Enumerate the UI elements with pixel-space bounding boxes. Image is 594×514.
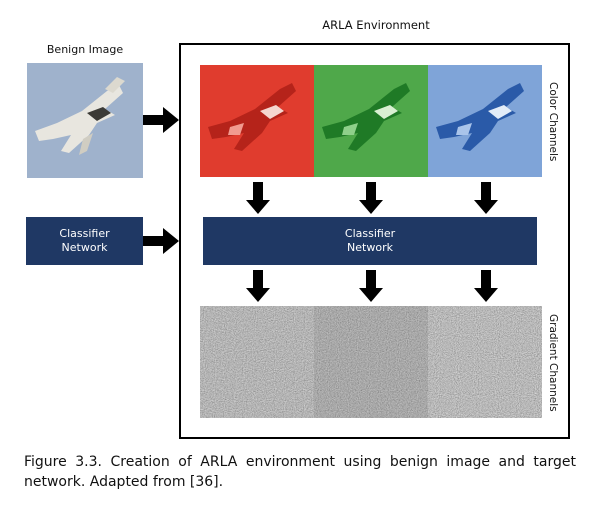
color-channels-label: Color Channels	[547, 82, 559, 162]
green-channel-image	[314, 65, 428, 177]
arrow-right-benign	[143, 107, 179, 133]
arrow-down-gradient-3	[474, 270, 498, 302]
arrow-down-gradient-1	[246, 270, 270, 302]
classifier-main-line2: Network	[347, 241, 393, 254]
classifier-network-main: Classifier Network	[203, 217, 537, 265]
environment-frame	[179, 43, 570, 439]
figure-caption: Figure 3.3. Creation of ARLA environment…	[24, 454, 576, 490]
gradient-channel-green	[314, 306, 428, 418]
benign-image	[27, 63, 143, 178]
arrow-down-green	[359, 182, 383, 214]
gradient-channels-label: Gradient Channels	[547, 314, 559, 412]
arrow-down-gradient-2	[359, 270, 383, 302]
blue-channel-image	[428, 65, 542, 177]
benign-airplane-icon	[27, 63, 143, 178]
arrow-down-red	[246, 182, 270, 214]
red-channel-image	[200, 65, 314, 177]
classifier-input-line1: Classifier	[59, 227, 110, 240]
gradient-channel-red	[200, 306, 314, 418]
classifier-main-line1: Classifier	[344, 227, 396, 240]
benign-image-title: Benign Image	[46, 43, 124, 56]
classifier-network-input: Classifier Network	[26, 217, 143, 265]
arrow-down-blue	[474, 182, 498, 214]
environment-title: ARLA Environment	[322, 18, 430, 32]
arrow-right-classifier	[143, 228, 179, 254]
gradient-channel-blue	[428, 306, 542, 418]
classifier-input-line2: Network	[61, 241, 108, 254]
